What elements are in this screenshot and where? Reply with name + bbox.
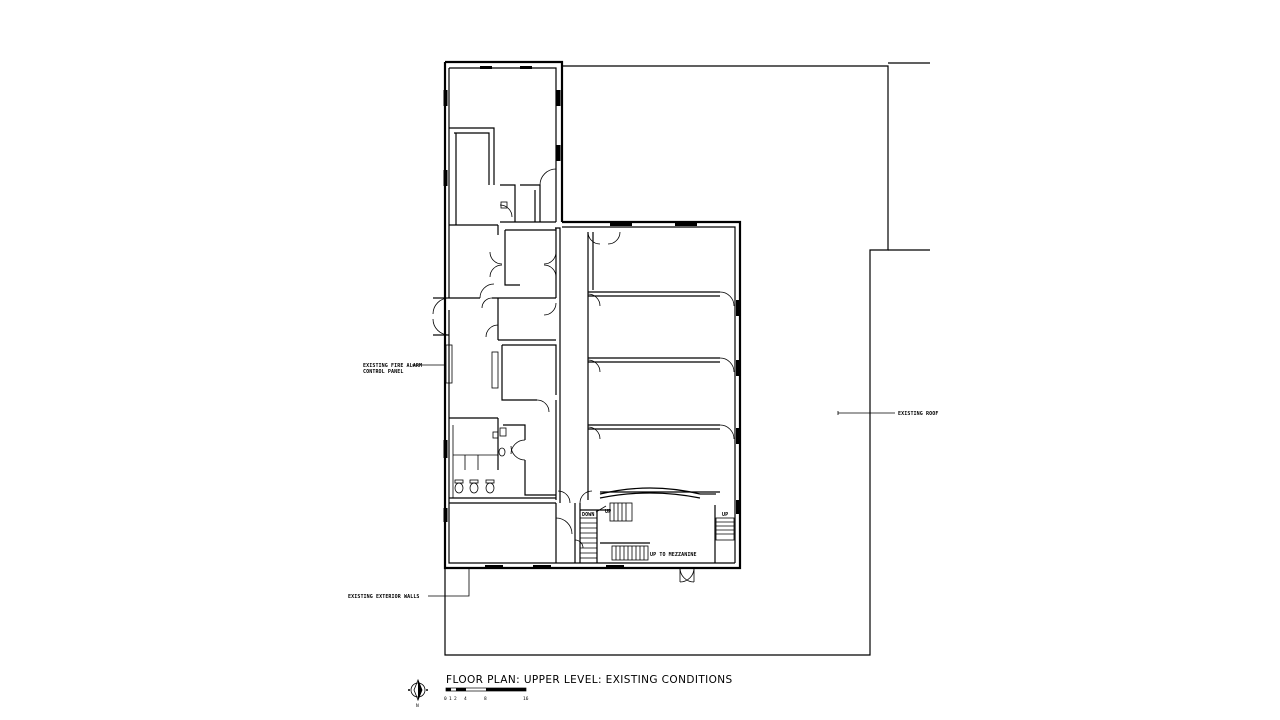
fire-alarm-label-2: CONTROL PANEL <box>363 369 403 375</box>
up-to-mezzanine-label: UP TO MEZZANINE <box>650 552 697 558</box>
windows <box>443 66 739 568</box>
up-right-label: UP <box>722 512 728 518</box>
roof-outline <box>444 62 930 656</box>
stair-mezzanine <box>611 545 649 561</box>
drawing-title: FLOOR PLAN: UPPER LEVEL: EXISTING CONDIT… <box>446 674 733 686</box>
north-arrow-icon: N <box>408 678 428 709</box>
exterior-walls <box>443 60 742 570</box>
exterior-walls-label: EXISTING EXTERIOR WALLS <box>348 594 420 600</box>
stair-up-left <box>609 502 633 522</box>
restrooms <box>452 425 507 498</box>
scale-tick-16: 16 <box>523 696 529 702</box>
scale-tick-8: 8 <box>484 696 487 702</box>
stair-down <box>579 517 598 559</box>
existing-roof-label: EXISTING ROOF <box>898 411 938 417</box>
north-letter: N <box>416 703 419 709</box>
scale-tick-0: 0 <box>444 696 447 702</box>
up-left-label: UP <box>605 509 611 515</box>
leader-lines <box>412 364 895 597</box>
scale-bar: 0 1 2 4 8 16 <box>444 687 529 702</box>
east-rooms <box>587 231 735 500</box>
down-label: DOWN <box>582 512 594 518</box>
interior-walls-central <box>432 225 561 563</box>
stair-up-right <box>715 517 735 541</box>
scale-tick-4: 4 <box>464 696 467 702</box>
south-area <box>555 490 735 583</box>
scale-tick-2: 2 <box>454 696 457 702</box>
scale-tick-1: 1 <box>449 696 452 702</box>
fire-alarm-label-1: EXISTING FIRE ALARM <box>363 363 422 369</box>
interior-walls-north <box>449 127 557 226</box>
